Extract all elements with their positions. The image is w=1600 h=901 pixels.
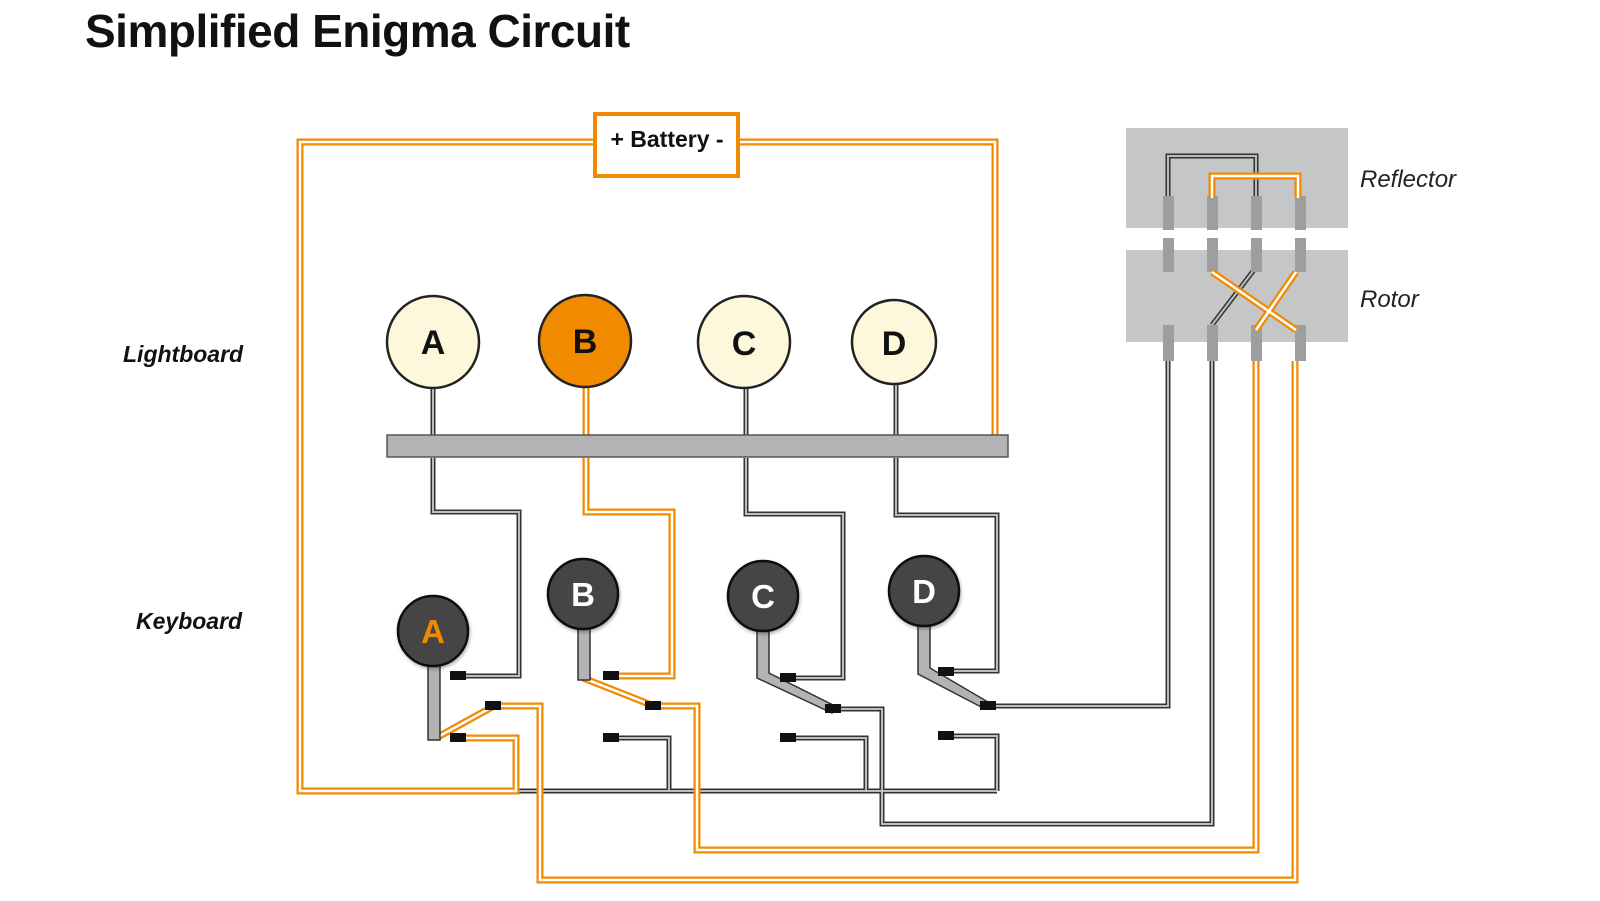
battery-label: + Battery - (610, 126, 723, 152)
reflector-rotor-assembly (1126, 128, 1348, 342)
lamp-b-label: B (573, 323, 598, 361)
lamp-a-label: A (421, 324, 446, 362)
contact-terminals (450, 667, 996, 742)
rotor-label: Rotor (1360, 286, 1420, 313)
keyboard: A B C D (396, 554, 961, 668)
key-d-label: D (912, 573, 936, 610)
key-b-label: B (571, 576, 595, 613)
active-wires (296, 138, 1302, 884)
key-a[interactable]: A (396, 594, 470, 668)
key-d[interactable]: D (887, 554, 961, 628)
page-title: Simplified Enigma Circuit (85, 5, 630, 57)
wire-battery-minus (734, 138, 999, 447)
lamp-d-label: D (882, 325, 907, 363)
wire-keyD-return (944, 733, 1000, 791)
key-a-label: A (421, 613, 445, 650)
lamp-d: D (850, 298, 938, 386)
key-c-plunger (756, 619, 836, 715)
key-c-label: C (751, 578, 775, 615)
key-a-plunger (427, 659, 441, 741)
lamp-c: C (696, 294, 792, 390)
battery: + Battery - (593, 112, 740, 178)
key-d-plunger (917, 614, 989, 711)
lightboard-label: Lightboard (123, 341, 244, 367)
keyboard-label: Keyboard (136, 608, 243, 634)
lamp-c-label: C (732, 325, 757, 363)
key-b[interactable]: B (546, 557, 620, 631)
lightboard: A B C D (385, 293, 938, 390)
wire-battery-plus (296, 138, 598, 795)
wire-keyD-to-rotor (987, 355, 1171, 709)
lamp-bus-bar (386, 434, 1009, 458)
wire-keyB-return (611, 735, 672, 791)
lamp-a: A (385, 294, 481, 390)
wire-keyC-return (788, 735, 869, 791)
reflector-label: Reflector (1360, 166, 1457, 193)
key-c[interactable]: C (726, 559, 800, 633)
lamp-b: B (537, 293, 633, 389)
rotor-contacts (1163, 196, 1306, 361)
